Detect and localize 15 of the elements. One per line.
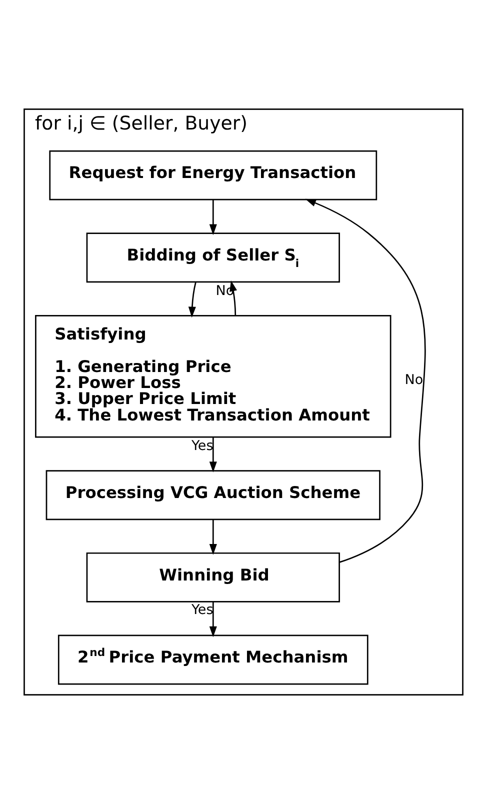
arrow xyxy=(209,601,217,637)
node-box: Bidding of Seller S$_{i}$ xyxy=(86,232,340,282)
arrow xyxy=(209,518,217,554)
arrow xyxy=(209,436,217,472)
node-box: Request for Energy Transaction xyxy=(49,150,378,200)
node-box: 2$^{nd}$ Price Payment Mechanism xyxy=(58,634,368,684)
edge-label: Yes xyxy=(191,437,214,454)
arrow xyxy=(209,199,217,235)
edge-label: No xyxy=(404,372,424,388)
node-box: Processing VCG Auction Scheme xyxy=(46,470,380,520)
arrow xyxy=(188,282,196,318)
arrow xyxy=(305,198,426,562)
node-box: Winning Bid xyxy=(86,552,340,602)
node-box: Satisfying 1. Generating Price 2. Power Loss 3. Upper Price Limit 4. The Lowest Transaction Amount xyxy=(35,314,392,438)
edge-label: Yes xyxy=(191,602,214,618)
